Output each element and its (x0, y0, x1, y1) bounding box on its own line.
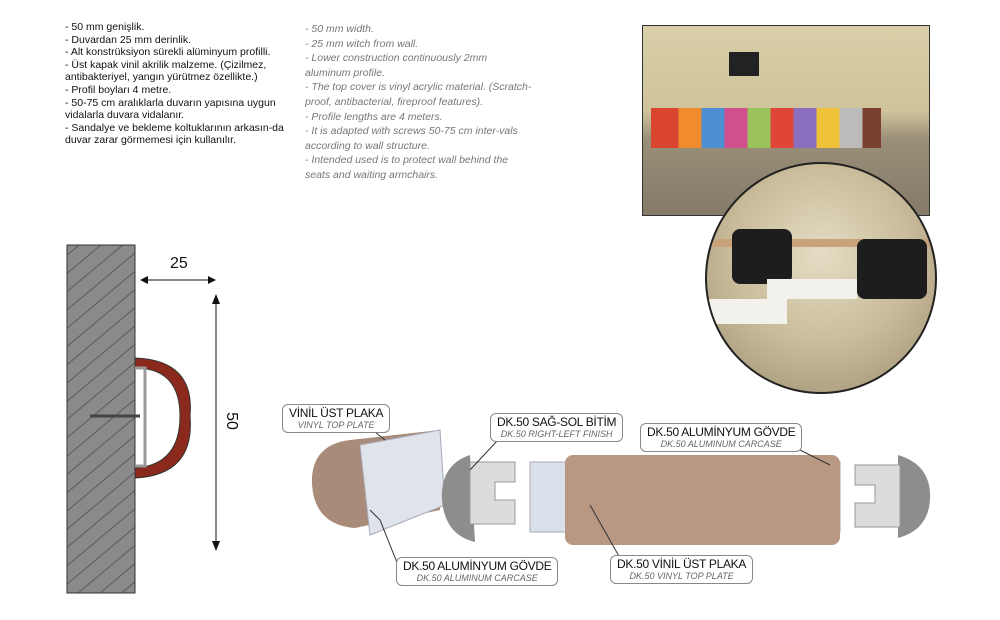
end-cap-left (441, 455, 475, 542)
wall-section (66, 244, 136, 594)
spec-tr: - 50-75 cm aralıklarla duvarın yapısına … (65, 96, 276, 122)
spec-en: - Lower construction continuously 2mm al… (305, 52, 488, 79)
sofa-image (651, 108, 881, 148)
label-subtitle: DK.50 ALUMINUM CARCASE (416, 573, 538, 583)
wall-guard-image (707, 239, 935, 247)
spec-tr: - 50 mm genişlik. (65, 21, 145, 33)
end-cap-right (898, 455, 931, 538)
spec-en: - It is adapted with screws 50-75 cm int… (305, 125, 518, 152)
detail-photo (705, 162, 937, 394)
table-image (767, 279, 857, 299)
aluminum-profile (135, 366, 147, 468)
label-subtitle: DK.50 VINYL TOP PLATE (629, 571, 734, 581)
spec-tr: - Sandalye ve bekleme koltuklarının arka… (65, 121, 284, 147)
spec-tr: - Alt konstrüksiyon sürekli alüminyum pr… (65, 46, 271, 59)
spec-tr: - Duvardan 25 mm derinlik. (65, 33, 192, 46)
label-title: DK.50 SAĞ-SOL BİTİM (497, 415, 617, 429)
table-image (707, 299, 787, 324)
spec-en: - 50 mm width. (305, 23, 374, 35)
label-title: DK.50 ALUMİNYUM GÖVDE (647, 425, 796, 439)
depth-dimension: 25 (170, 255, 188, 272)
spec-en: - Profile lengths are 4 meters. (305, 110, 443, 123)
label-title: VİNİL ÜST PLAKA (289, 406, 384, 420)
label-subtitle: VINYL TOP PLATE (297, 420, 375, 430)
height-dimension: 50 (222, 412, 240, 430)
end-cap-tab (469, 461, 516, 525)
specs-turkish: - 50 mm genişlik. - Duvardan 25 mm derin… (65, 21, 305, 147)
spec-en: - The top cover is vinyl acrylic materia… (305, 81, 532, 108)
spec-tr: - Profil boyları 4 metre. (65, 83, 172, 96)
tv-image (729, 52, 759, 76)
chair-image (857, 239, 927, 299)
specs-english: - 50 mm width. - 25 mm witch from wall. … (305, 22, 535, 183)
spec-tr: - Üst kapak vinil akrilik malzeme. (Çizi… (65, 58, 267, 84)
vinyl-top-plate-part (565, 455, 840, 545)
end-cap-tab (854, 464, 901, 528)
label-title: DK.50 ALUMİNYUM GÖVDE (403, 559, 552, 573)
vinyl-profile (134, 357, 191, 479)
chair-image (732, 229, 792, 284)
label-title: DK.50 VİNİL ÜST PLAKA (617, 557, 747, 571)
aluminum-carcase-part (359, 429, 446, 536)
spec-en: - Intended used is to protect wall behin… (305, 154, 509, 181)
label-subtitle: DK.50 ALUMINUM CARCASE (660, 439, 782, 449)
spec-en: - 25 mm witch from wall. (305, 37, 419, 50)
label-subtitle: DK.50 RIGHT-LEFT FINISH (500, 429, 613, 439)
